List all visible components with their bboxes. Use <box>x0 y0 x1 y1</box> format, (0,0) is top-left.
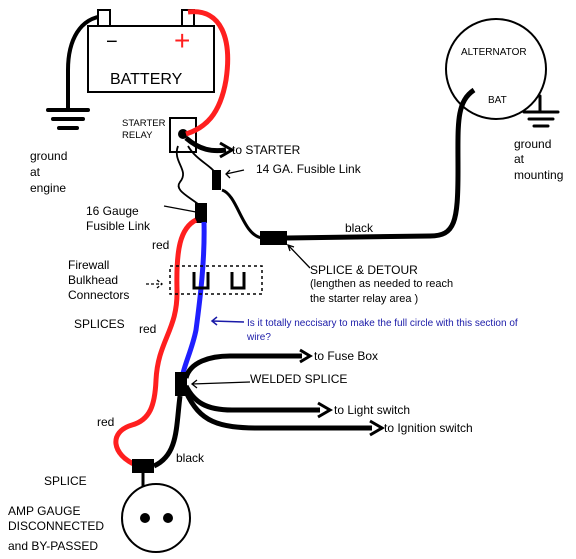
ground-mounting-label-2: at <box>514 152 525 166</box>
battery-label: BATTERY <box>110 71 183 88</box>
black-wire-label-bottom: black <box>176 451 205 465</box>
starter-relay-label-2: RELAY <box>122 130 153 141</box>
splice-detour-label-2: (lengthen as needed to reach <box>310 278 453 290</box>
amp-gauge-label-1: AMP GAUGE <box>8 504 80 518</box>
detour-wire <box>221 188 263 240</box>
battery-positive-symbol: + <box>174 25 190 56</box>
alternator-output-wire <box>286 87 476 241</box>
fusible-link-14ga-label: 14 GA. Fusible Link <box>256 162 362 176</box>
pointer-arrows <box>146 169 311 389</box>
amp-gauge-label-2: DISCONNECTED <box>8 519 104 533</box>
to-light-switch-label: to Light switch <box>334 403 410 417</box>
amp-gauge <box>121 483 191 553</box>
ignition-switch-wire <box>183 390 372 431</box>
amp-gauge-label-3: and BY-PASSED <box>8 539 98 553</box>
splice-detour-label-1: SPLICE & DETOUR <box>310 263 418 277</box>
to-starter-arrow <box>184 136 235 159</box>
firewall-label-2: Bulkhead <box>68 273 118 287</box>
ignition-switch-arrow-icon <box>369 419 385 437</box>
to-starter-label: to STARTER <box>232 143 301 157</box>
black-wire-to-splice <box>152 395 183 469</box>
firewall-label-1: Firewall <box>68 258 109 272</box>
splice-detour-label-3: the starter relay area ) <box>310 293 418 305</box>
light-switch-arrow-icon <box>317 401 333 419</box>
fusible-link-16ga-label-1: 16 Gauge <box>86 204 139 218</box>
branch-wires <box>152 353 372 469</box>
red-wire-label-mid: red <box>139 322 156 336</box>
fusible-link-thin-wires <box>175 145 217 205</box>
splices-label: SPLICES <box>74 317 125 331</box>
firewall-label-3: Connectors <box>68 288 129 302</box>
alternator-bat-terminal: BAT <box>488 95 507 106</box>
red-wire <box>113 217 198 468</box>
question-note-line-2: wire? <box>246 332 271 343</box>
battery-negative-symbol: − <box>106 31 118 53</box>
to-fuse-box-label: to Fuse Box <box>314 349 378 363</box>
red-wire-label-lower: red <box>97 415 114 429</box>
welded-splice-connector <box>175 372 187 396</box>
ground-symbol-engine <box>46 14 106 130</box>
splice-detour-connector <box>260 231 287 245</box>
to-ignition-switch-label: to Ignition switch <box>384 421 473 435</box>
fusible-link-16ga <box>195 203 207 223</box>
blue-wire <box>179 221 207 379</box>
splice-label: SPLICE <box>44 474 87 488</box>
ground-engine-label-1: ground <box>30 149 67 163</box>
branch-arrowheads <box>299 348 385 437</box>
red-wire-label-upper: red <box>152 238 169 252</box>
bottom-splice-connector <box>132 459 154 473</box>
ground-engine-label-2: at <box>30 165 41 179</box>
question-note-line-1: Is it totally neccisary to make the full… <box>247 318 518 329</box>
battery-positive-cable <box>185 9 231 137</box>
battery: − + BATTERY <box>87 9 215 93</box>
starter-relay-label-1: STARTER <box>122 118 166 129</box>
firewall-bulkhead-connectors <box>169 265 263 295</box>
alternator-label: ALTERNATOR <box>461 47 527 58</box>
welded-splice-label: WELDED SPLICE <box>250 372 347 386</box>
ground-symbol-mounting <box>522 94 560 128</box>
question-pointer-arrow <box>210 316 245 326</box>
ground-mounting-label-1: ground <box>514 137 551 151</box>
ground-engine-label-3: engine <box>30 181 66 195</box>
fuse-box-wire <box>183 353 302 379</box>
ground-mounting-label-3: mounting <box>514 168 563 182</box>
light-switch-wire <box>183 384 320 413</box>
fusible-link-14ga <box>212 170 221 190</box>
black-wire-label-top: black <box>345 221 374 235</box>
fusible-link-16ga-label-2: Fusible Link <box>86 219 151 233</box>
starter-relay: STARTER RELAY <box>122 117 197 153</box>
fuse-box-arrow-icon <box>299 348 313 364</box>
